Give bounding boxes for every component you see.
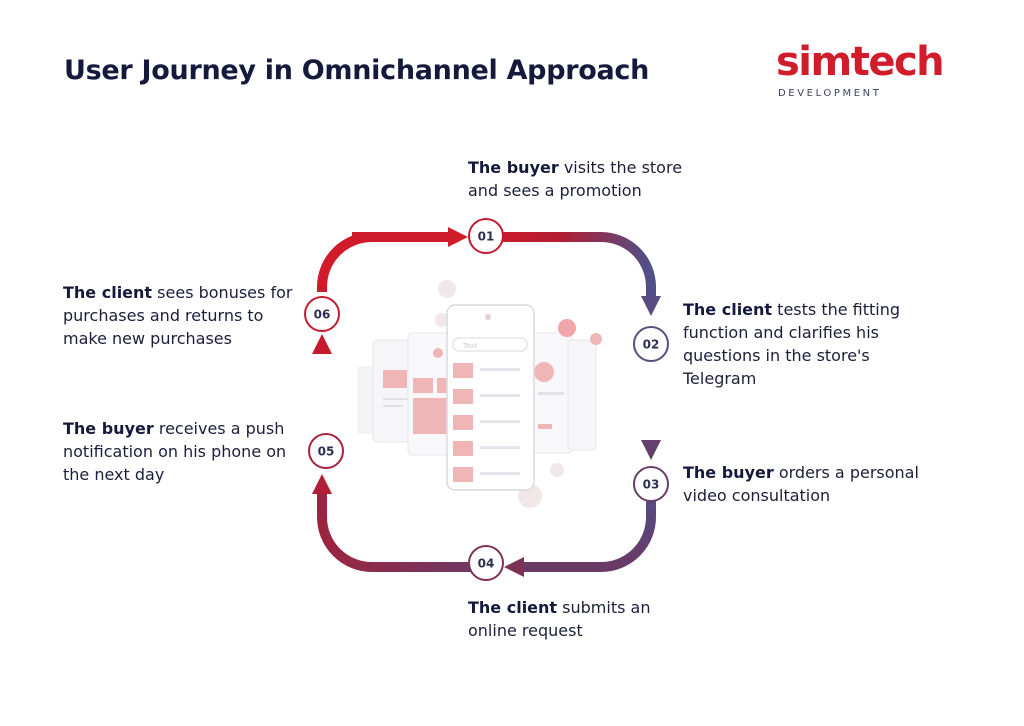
path-03-04 xyxy=(522,484,656,572)
step-node-04: 04 xyxy=(468,545,504,581)
arrow-left-icon xyxy=(504,557,524,577)
check-icon xyxy=(558,319,576,337)
step-number: 05 xyxy=(318,445,335,459)
step-actor: The client xyxy=(63,283,153,302)
arrow-up-icon xyxy=(312,474,332,494)
step-text-04: The client submits an online request xyxy=(468,596,668,642)
step-description: orders a personal video consultation xyxy=(683,463,919,505)
page-title: User Journey in Omnichannel Approach xyxy=(64,55,650,86)
step-description: sees bonuses for purchases and returns t… xyxy=(63,283,293,348)
step-actor: The buyer xyxy=(468,158,559,177)
step-number: 02 xyxy=(643,338,660,352)
arrow-right-icon xyxy=(448,227,468,247)
step-text-05: The buyer receives a push notification o… xyxy=(63,417,295,486)
step-text-01: The buyer visits the store and sees a pr… xyxy=(468,156,708,202)
step-description: submits an online request xyxy=(468,598,651,640)
search-placeholder: Text xyxy=(462,342,477,350)
step-description: visits the store and sees a promotion xyxy=(468,158,683,200)
arrow-up-icon xyxy=(312,334,332,354)
arrowheads xyxy=(312,227,661,577)
app-screens-illustration: Text xyxy=(357,280,602,508)
step-number: 03 xyxy=(643,478,660,492)
arrow-down-icon xyxy=(641,296,661,316)
step-description: tests the fitting function and clarifies… xyxy=(683,300,901,388)
home-icon xyxy=(485,314,491,320)
logo-subtitle: DEVELOPMENT xyxy=(778,88,882,99)
search-bar xyxy=(452,337,528,352)
step-text-03: The buyer orders a personal video consul… xyxy=(683,461,943,507)
step-node-02: 02 xyxy=(633,326,669,362)
step-actor: The buyer xyxy=(683,463,774,482)
step-node-06: 06 xyxy=(304,296,340,332)
path-04-05 xyxy=(317,492,486,572)
simtech-logo: simtech DEVELOPMENT xyxy=(776,38,966,108)
user-icon xyxy=(433,348,443,358)
journey-loop xyxy=(317,232,656,572)
step-node-03: 03 xyxy=(633,466,669,502)
logo-wordmark: simtech xyxy=(776,39,945,85)
step-actor: The client xyxy=(468,598,558,617)
path-06-curve xyxy=(317,232,373,292)
step-number: 01 xyxy=(478,230,495,244)
step-actor: The buyer xyxy=(63,419,154,438)
step-number: 06 xyxy=(314,308,331,322)
step-node-01: 01 xyxy=(468,218,504,254)
step-node-05: 05 xyxy=(308,433,344,469)
step-description: receives a push notification on his phon… xyxy=(63,419,287,484)
step-text-02: The client tests the fitting function an… xyxy=(683,298,923,390)
arrow-down-icon xyxy=(641,440,661,460)
step-number: 04 xyxy=(478,557,495,571)
step-text-06: The client sees bonuses for purchases an… xyxy=(63,281,295,350)
step-actor: The client xyxy=(683,300,773,319)
path-01-02 xyxy=(486,232,656,298)
